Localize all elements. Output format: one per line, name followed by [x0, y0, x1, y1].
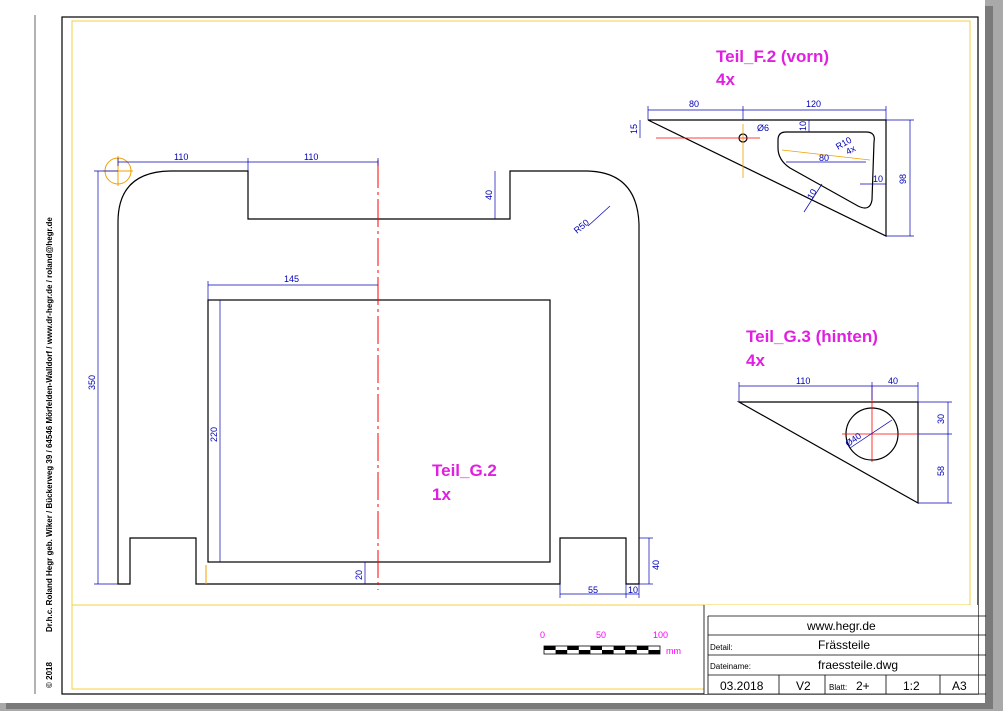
- tb-detail-label: Detail:: [710, 643, 733, 652]
- f2-dim-d6: Ø6: [757, 123, 769, 133]
- f2-outline: [647, 119, 887, 237]
- paper-shadow-bottom: [6, 703, 993, 709]
- g3-dim-58: 58: [936, 466, 946, 476]
- title-block: [703, 605, 986, 695]
- f2-dim-10-top: 10: [798, 121, 808, 131]
- g2-inner-cutout: [207, 299, 551, 563]
- f2-dim-98: 98: [898, 174, 908, 184]
- f2-dimension-lines: [639, 106, 914, 237]
- f2-dim-80-inner: 80: [819, 153, 829, 163]
- tb-detail-value: Frässteile: [818, 638, 870, 652]
- g3-dim-30: 30: [936, 414, 946, 424]
- g3-outline: [736, 401, 919, 505]
- f2-dim-15: 15: [629, 124, 639, 134]
- part-g2: [117, 170, 640, 585]
- tb-filename-label: Dateiname:: [710, 662, 751, 671]
- f2-dim-10-diag: 10: [805, 187, 819, 201]
- side-address: Dr.h.c. Roland Hegr geb. Wiker / Bückerw…: [45, 217, 54, 632]
- g2-count: 1x: [432, 485, 451, 504]
- f2-count: 4x: [716, 70, 735, 89]
- g3-count: 4x: [746, 351, 765, 370]
- g2-dim-110b: 110: [304, 152, 318, 162]
- g2-title: Teil_G.2: [432, 461, 497, 480]
- scale-label-100: 100: [653, 630, 668, 640]
- inner-frame: [71, 20, 971, 690]
- tb-format: A3: [952, 679, 967, 693]
- f2-dim-120: 120: [806, 99, 821, 109]
- tb-filename-value: fraessteile.dwg: [818, 658, 898, 672]
- f2-slot-axis: [781, 149, 871, 161]
- g2-dim-40-bot: 40: [651, 560, 661, 570]
- g2-dim-10: 10: [628, 585, 638, 595]
- paper: [0, 0, 985, 703]
- g2-dim-110a: 110: [174, 152, 188, 162]
- g3-dimension-lines: [738, 382, 952, 504]
- g3-dim-40: 40: [888, 376, 898, 386]
- g2-dim-145: 145: [284, 274, 299, 284]
- tb-sheet-label: Blatt:: [829, 683, 847, 692]
- f2-dim-80: 80: [689, 99, 699, 109]
- tb-website: www.hegr.de: [806, 619, 876, 633]
- f2-title: Teil_F.2 (vorn): [716, 47, 829, 66]
- scale-label-0: 0: [540, 630, 545, 640]
- outer-frame: [61, 16, 979, 695]
- g3-title: Teil_G.3 (hinten): [746, 327, 878, 346]
- g2-outline: [117, 170, 640, 585]
- scale-label-50: 50: [596, 630, 606, 640]
- tb-sheet-value: 2+: [856, 679, 870, 693]
- g2-dim-55: 55: [588, 585, 598, 595]
- paper-shadow-right: [985, 6, 993, 709]
- g2-dim-350: 350: [87, 375, 97, 390]
- g3-dim-110: 110: [796, 376, 810, 386]
- tb-version: V2: [796, 679, 811, 693]
- g2-dim-40-top: 40: [484, 190, 494, 200]
- scale-unit: mm: [666, 646, 681, 656]
- side-copyright: © 2018: [45, 662, 54, 688]
- g2-dim-20: 20: [354, 570, 364, 580]
- tb-date: 03.2018: [720, 679, 764, 693]
- f2-slot: [777, 131, 875, 209]
- g2-dimension-lines: [94, 158, 653, 598]
- tb-scale: 1:2: [903, 679, 920, 693]
- g2-dim-220: 220: [209, 427, 219, 442]
- scale-bar: [543, 645, 661, 655]
- f2-dim-10-right: 10: [873, 174, 883, 184]
